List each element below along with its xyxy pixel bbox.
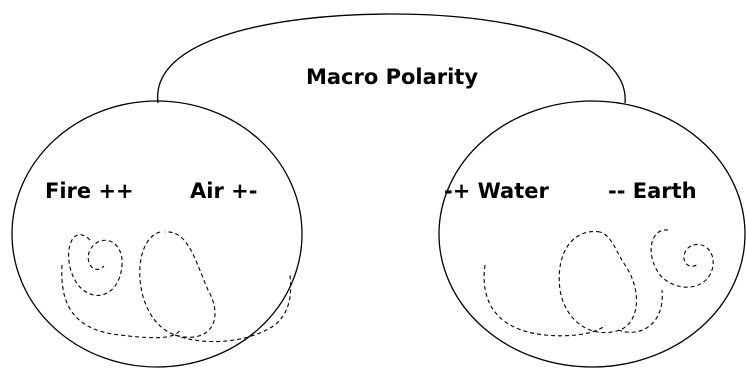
air-loop-curve	[139, 231, 216, 338]
diagram-title: Macro Polarity	[306, 65, 478, 89]
water-trail-curve	[483, 264, 606, 337]
right-oval	[438, 100, 746, 368]
water-loop-curve	[558, 231, 637, 334]
left-oval	[11, 100, 303, 368]
air-trail-curve	[174, 274, 292, 343]
connector-arch	[157, 13, 626, 104]
water-label: -+ Water	[444, 179, 549, 203]
earth-label: -- Earth	[608, 179, 697, 203]
earth-trail-curve	[617, 289, 663, 333]
fire-trail-curve	[61, 264, 181, 339]
fire-label: Fire ++	[45, 179, 134, 203]
air-label: Air +-	[190, 179, 257, 203]
fire-spiral-curve	[68, 234, 123, 296]
earth-spiral-curve	[650, 229, 714, 288]
